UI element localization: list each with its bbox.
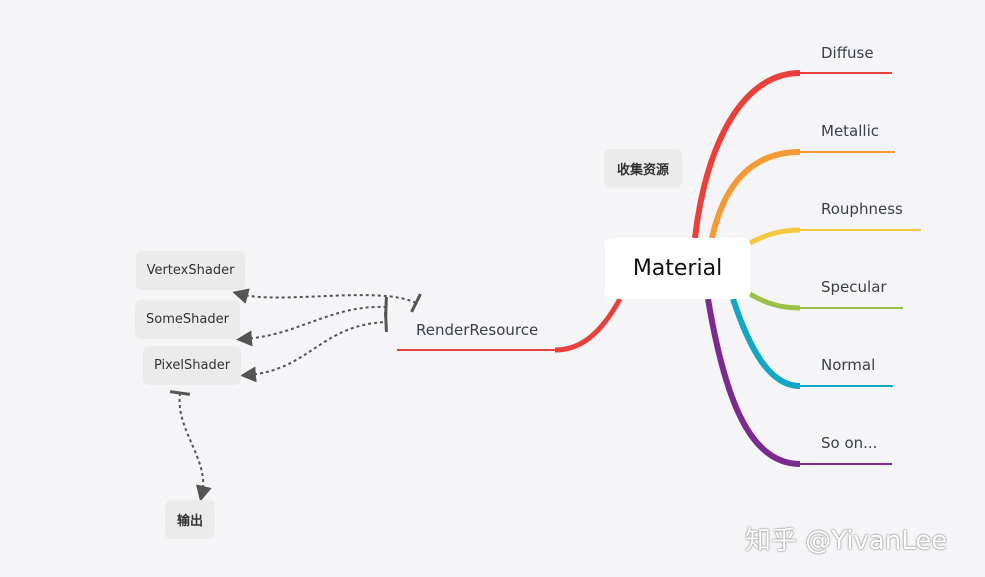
branch-label-so-on[interactable]: So on... xyxy=(821,434,878,452)
branch-metallic xyxy=(711,151,895,239)
central-node-material[interactable]: Material xyxy=(605,238,750,299)
collect-resources-node[interactable]: 收集资源 xyxy=(604,149,682,188)
some-shader-node[interactable]: SomeShader xyxy=(135,300,240,339)
watermark: 知乎 @YivanLee xyxy=(745,526,948,556)
dashed-link-pixel xyxy=(240,311,388,383)
branch-label-metallic[interactable]: Metallic xyxy=(821,122,879,140)
central-label: Material xyxy=(632,256,723,281)
branch-label-normal[interactable]: Normal xyxy=(821,356,876,374)
dashed-link-vertex xyxy=(232,288,422,313)
branch-label-render-resource[interactable]: RenderResource xyxy=(416,321,539,339)
branch-label-rouphness[interactable]: Rouphness xyxy=(821,200,903,218)
dashed-link-output xyxy=(169,390,212,502)
branch-label-diffuse[interactable]: Diffuse xyxy=(821,44,874,62)
vertex-shader-node[interactable]: VertexShader xyxy=(136,251,245,290)
branch-label-specular[interactable]: Specular xyxy=(821,278,887,296)
pixel-shader-node[interactable]: PixelShader xyxy=(143,346,241,385)
output-node[interactable]: 输出 xyxy=(165,500,215,539)
dashed-link-some xyxy=(236,296,388,347)
